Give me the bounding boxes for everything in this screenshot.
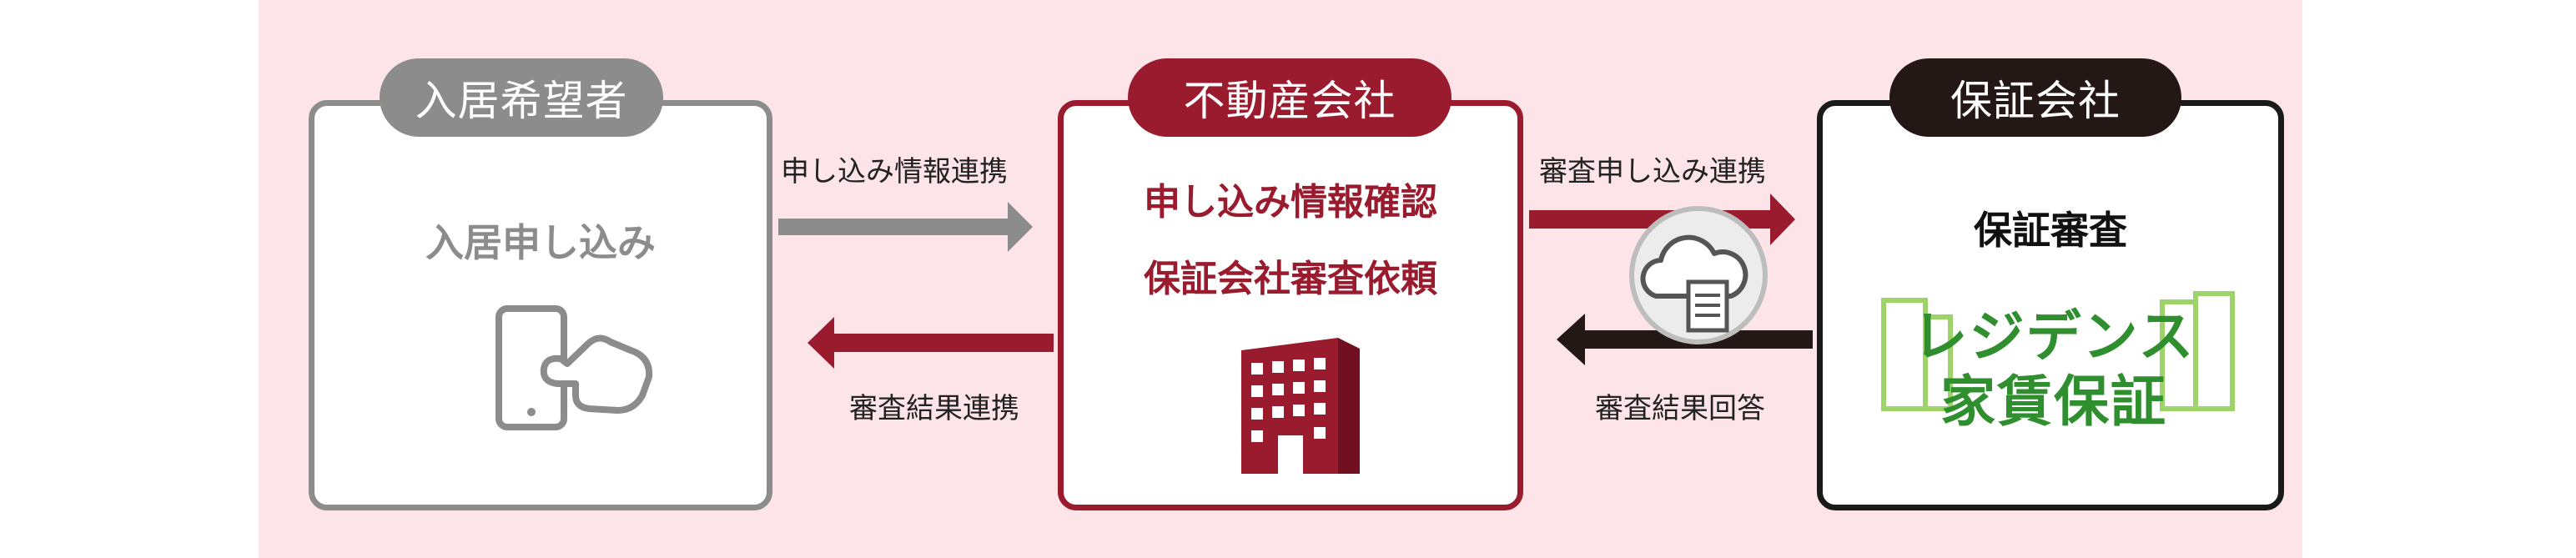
residence-logo-buildings — [1881, 291, 2235, 411]
arrow-realestate-to-applicant — [808, 317, 1054, 369]
smartphone-tap-icon — [496, 305, 653, 430]
cloud-document-icon — [1629, 206, 1768, 344]
flow-label-application-info: 申し込み情報連携 — [781, 155, 1008, 189]
residence-logo-line1: レジデンス — [1912, 304, 2196, 369]
real-estate-title: 不動産会社 — [1128, 58, 1452, 137]
guarantor-title: 保証会社 — [1889, 58, 2181, 137]
applicant-title: 入居希望者 — [380, 58, 663, 137]
real-estate-line1: 申し込み情報確認 — [1144, 181, 1437, 224]
real-estate-line2: 保証会社審査依頼 — [1144, 258, 1437, 300]
office-building-icon — [1241, 338, 1360, 474]
guarantor-box — [1817, 100, 2284, 510]
guarantor-body-text: 保証審査 — [1974, 208, 2127, 253]
flow-label-screening-answer: 審査結果回答 — [1595, 392, 1765, 425]
residence-logo-line2: 家賃保証 — [1940, 369, 2167, 434]
applicant-body-text: 入居申し込み — [425, 220, 656, 265]
flow-label-screening-request: 審査申し込み連携 — [1539, 155, 1766, 189]
arrow-applicant-to-realestate — [778, 202, 1033, 252]
flow-label-screening-result: 審査結果連携 — [849, 392, 1019, 425]
